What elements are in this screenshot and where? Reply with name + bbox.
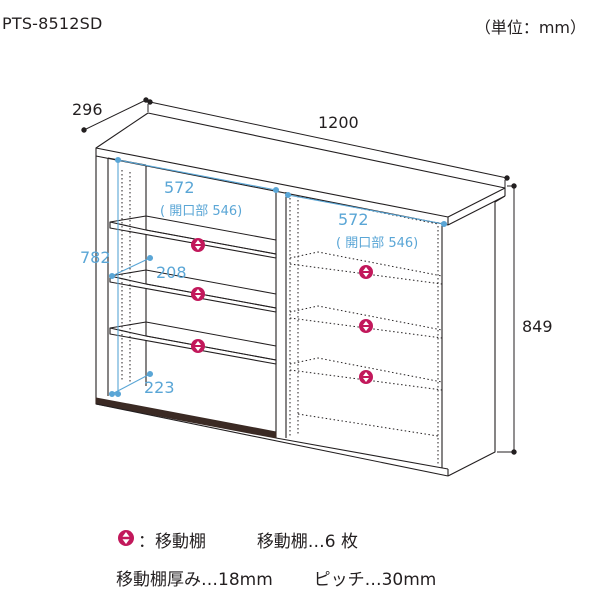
right-opening-sub-label: ( 開口部 546) bbox=[336, 236, 419, 251]
width-label: 1200 bbox=[318, 113, 359, 132]
right-opening-dim bbox=[287, 194, 445, 225]
legend-shelf-thickness: 移動棚厚み…18mm bbox=[116, 570, 273, 590]
legend-row-1: ：移動棚 移動棚…6 枚 bbox=[138, 527, 358, 552]
right-opening-label: 572 bbox=[338, 210, 369, 229]
depth-label: 296 bbox=[72, 100, 103, 119]
inner-height-label: 782 bbox=[80, 248, 111, 267]
width-dim-line bbox=[149, 101, 508, 179]
base-front bbox=[95, 403, 449, 477]
shelf-depth-upper-dim bbox=[111, 257, 151, 277]
left-opening-sub-label: ( 開口部 546) bbox=[160, 204, 243, 219]
shelf-depth-lower-dim bbox=[111, 373, 151, 395]
depth-dim-line bbox=[83, 99, 147, 131]
unit-label: （単位：mm） bbox=[474, 18, 586, 37]
legend-shelf-count: 移動棚…6 枚 bbox=[256, 532, 359, 552]
height-label: 849 bbox=[522, 317, 553, 336]
model-number: PTS-8512SD bbox=[2, 14, 103, 33]
legend-badge-icon bbox=[118, 530, 134, 546]
legend-row-2: 移動棚厚み…18mm ピッチ…30mm bbox=[116, 565, 436, 590]
left-opening-dim bbox=[117, 159, 277, 191]
shelf-depth-lower-label: 223 bbox=[144, 378, 175, 397]
left-opening-label: 572 bbox=[164, 178, 195, 197]
movable-shelf-badges bbox=[191, 238, 373, 384]
legend-icon-label: ：移動棚 bbox=[138, 532, 206, 552]
shelf-depth-upper-label: 208 bbox=[156, 263, 187, 282]
right-side-panel bbox=[447, 195, 506, 477]
legend-pitch: ピッチ…30mm bbox=[313, 570, 437, 590]
plinth bbox=[95, 397, 277, 439]
